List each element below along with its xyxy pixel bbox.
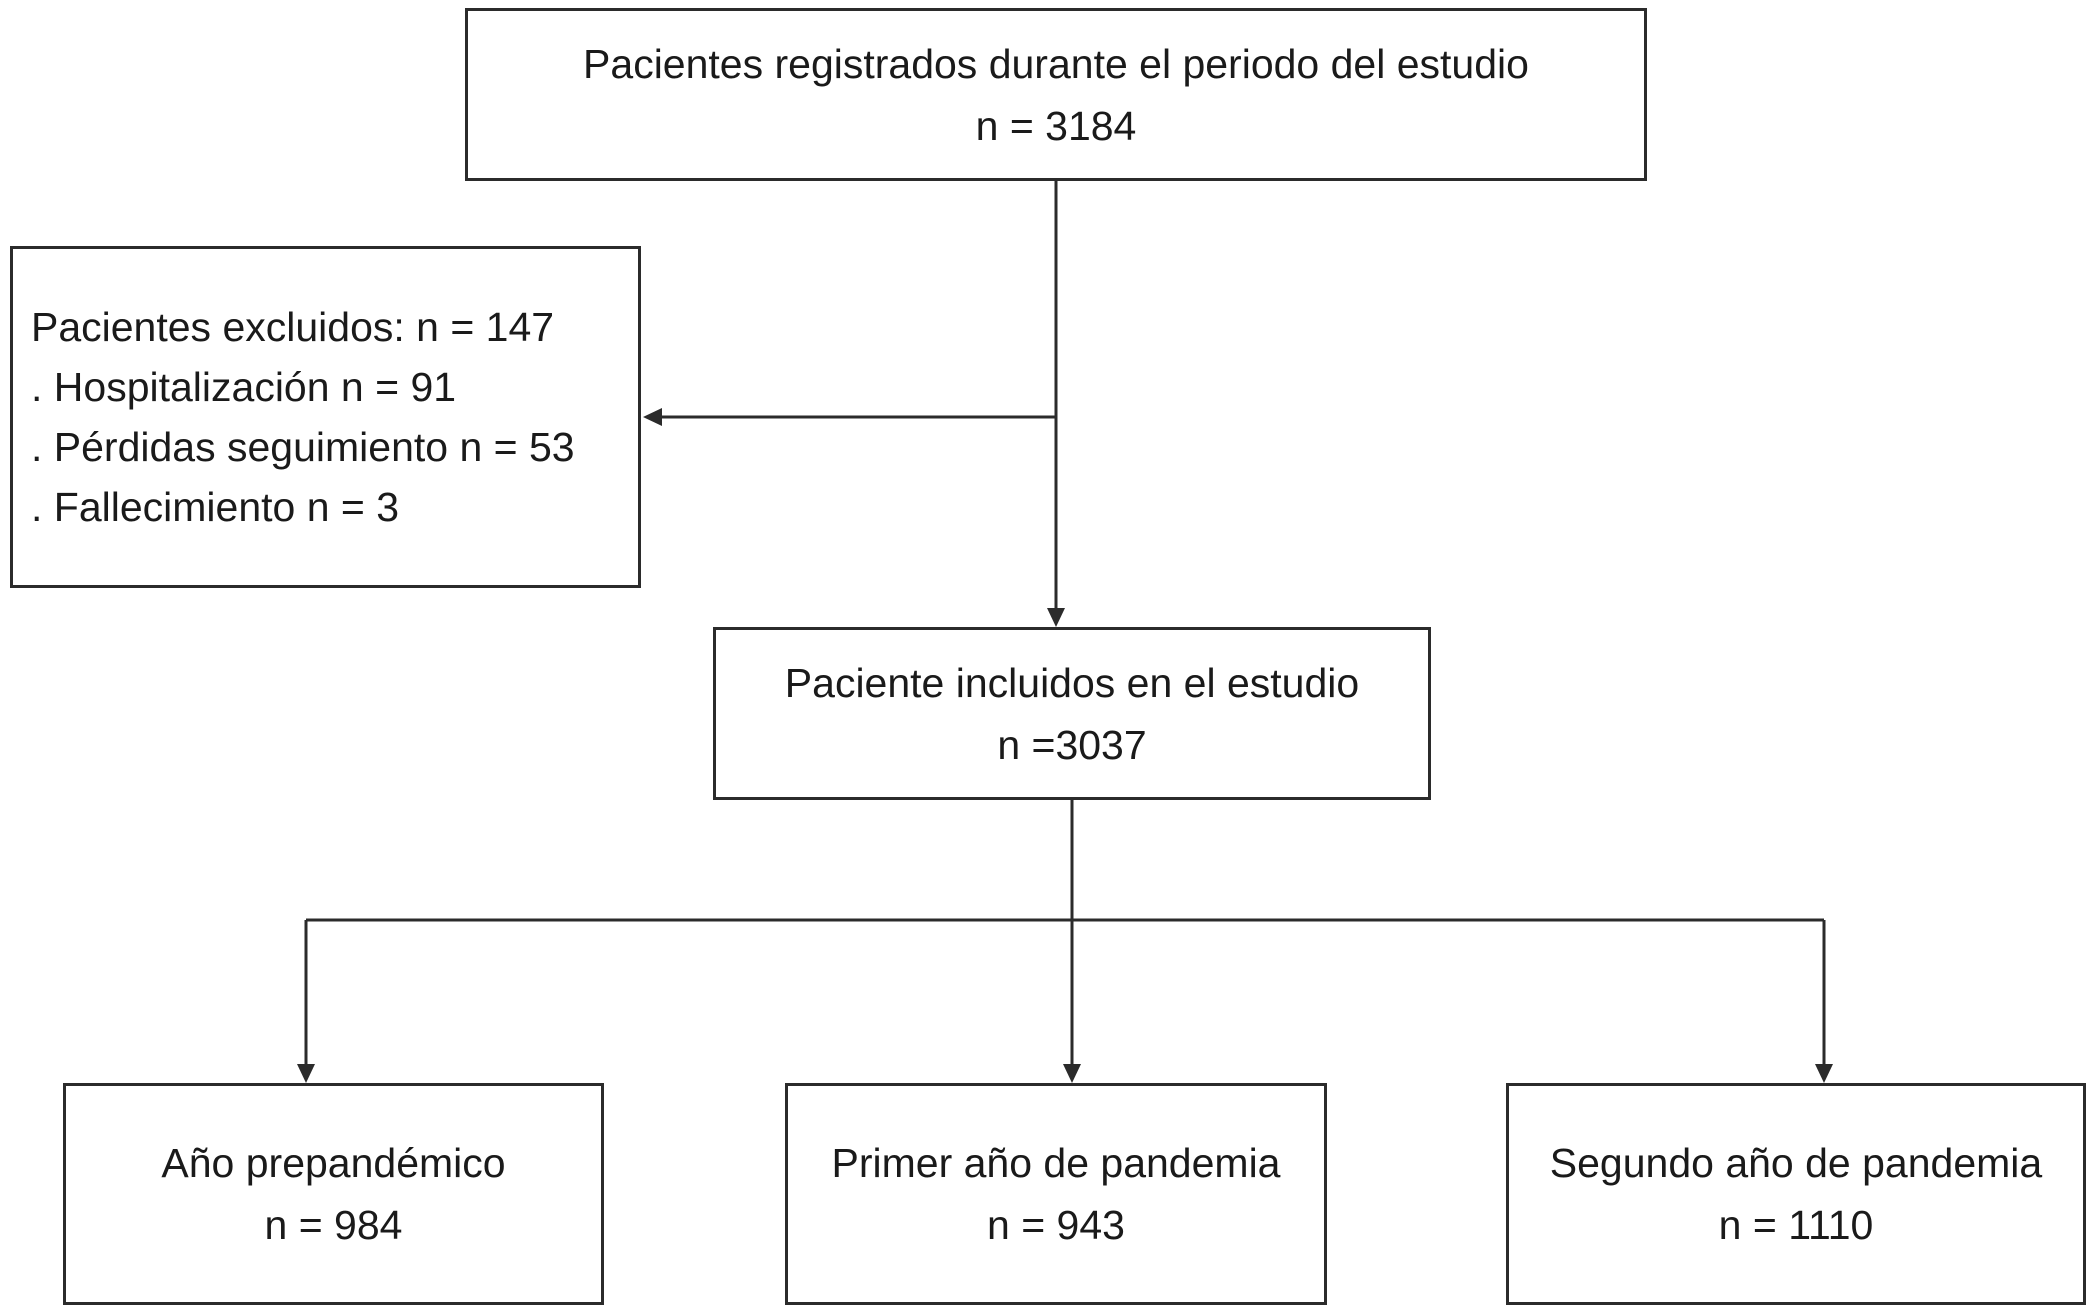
group-count: n = 943: [987, 1202, 1125, 1248]
group-box-first-pandemic-year: Primer año de pandemia n = 943: [785, 1083, 1327, 1305]
included-title: Paciente incluidos en el estudio: [784, 659, 1360, 706]
registered-patients-box: Pacientes registrados durante el periodo…: [465, 8, 1647, 181]
included-patients-box: Paciente incluidos en el estudio n =3037: [713, 627, 1431, 800]
group-title: Primer año de pandemia: [831, 1140, 1281, 1186]
excluded-reason-lost-follow-up: . Pérdidas seguimiento n = 53: [31, 424, 575, 470]
group-title: Año prepandémico: [161, 1140, 506, 1186]
group-title: Segundo año de pandemia: [1549, 1140, 2043, 1186]
group-count: n = 984: [264, 1202, 403, 1248]
excluded-title: Pacientes excluidos: n = 147: [31, 304, 555, 350]
excluded-patients-box: Pacientes excluidos: n = 147 . Hospitali…: [10, 246, 641, 588]
arrowhead-group-1: [1063, 1064, 1081, 1083]
group-box-second-pandemic-year: Segundo año de pandemia n = 1110: [1506, 1083, 2086, 1305]
excluded-reason-death: . Fallecimiento n = 3: [31, 484, 400, 530]
excluded-reason-hospitalization: . Hospitalización n = 91: [31, 364, 457, 410]
arrowhead-included: [1047, 608, 1065, 627]
group-count: n = 1110: [1718, 1202, 1874, 1248]
registered-title: Pacientes registrados durante el periodo…: [583, 40, 1529, 87]
included-count: n =3037: [997, 721, 1147, 768]
group-box-prepandemic: Año prepandémico n = 984: [63, 1083, 604, 1305]
arrowhead-excluded: [643, 408, 662, 426]
registered-count: n = 3184: [975, 102, 1137, 149]
arrowhead-group-2: [1815, 1064, 1833, 1083]
arrowhead-group-0: [297, 1064, 315, 1083]
